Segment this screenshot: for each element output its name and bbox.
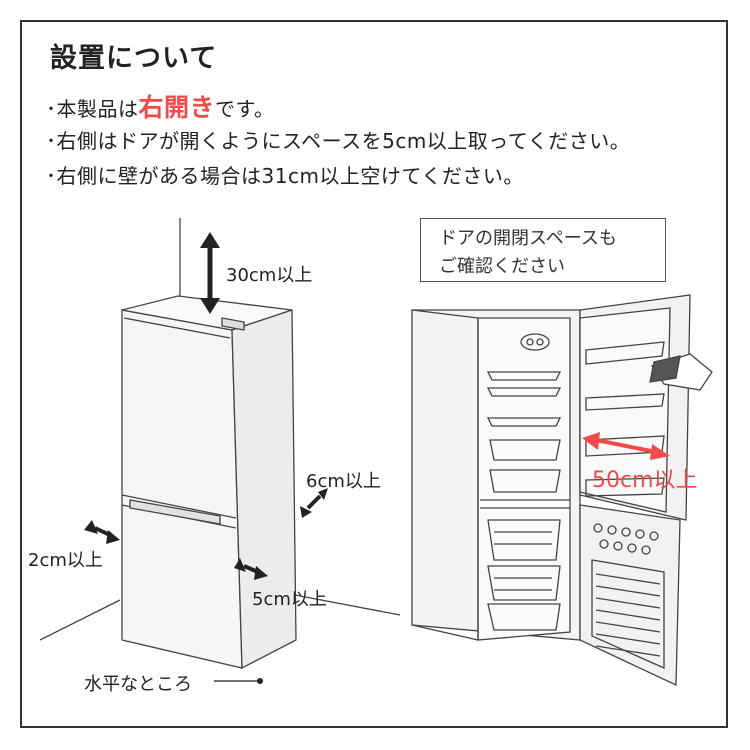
left-clearance-arrow [84,520,120,544]
page-title: 設置について [50,43,218,74]
cloth-icon [649,355,681,383]
left-clearance-label: 2cm以上 [28,550,103,571]
callout-line-1: ドアの開閉スペースも [439,228,617,249]
level-note-label: 水平なところ [84,674,192,695]
back-clearance-label: 6cm以上 [306,471,381,492]
top-clearance-arrow [200,232,220,314]
floor-line-left [39,599,121,641]
callout-line-2: ご確認ください [439,256,565,277]
lower-door-grille [591,559,665,670]
level-leader [214,678,263,684]
door-space-callout: ドアの開閉スペースも ご確認ください [420,218,666,282]
note-line-2: ･右側はドアが開くようにスペースを5cm以上取ってください。 [46,129,631,153]
top-edge-shading [123,317,231,339]
note-1-suffix: です。 [215,97,275,121]
freezer-handle [129,499,221,525]
note-1-highlight: 右開き [138,93,216,122]
left-fridge-figure [39,218,401,670]
right-clearance-label: 5cm以上 [252,589,327,610]
fridge-side [231,309,297,670]
door-split [121,494,237,519]
back-clearance-arrow [300,488,328,518]
right-clearance-arrow [234,558,268,580]
note-line-1: ･本製品は右開きです。 [46,88,275,124]
fridge-front [121,309,243,669]
door-space-label: 50cm以上 [592,468,698,493]
top-clearance-label: 30cm以上 [226,265,313,286]
control-knob [520,333,550,351]
door-space-arrow [582,432,670,460]
right-fridge-figure [411,294,713,687]
note-line-3: ･右側に壁がある場合は31cm以上空けてください。 [46,164,524,188]
lower-door [579,504,681,687]
top-hinge [221,317,245,331]
floor-line-right [294,594,401,616]
note-1-prefix: ･本製品は [46,97,139,121]
diagram-frame [20,20,728,728]
